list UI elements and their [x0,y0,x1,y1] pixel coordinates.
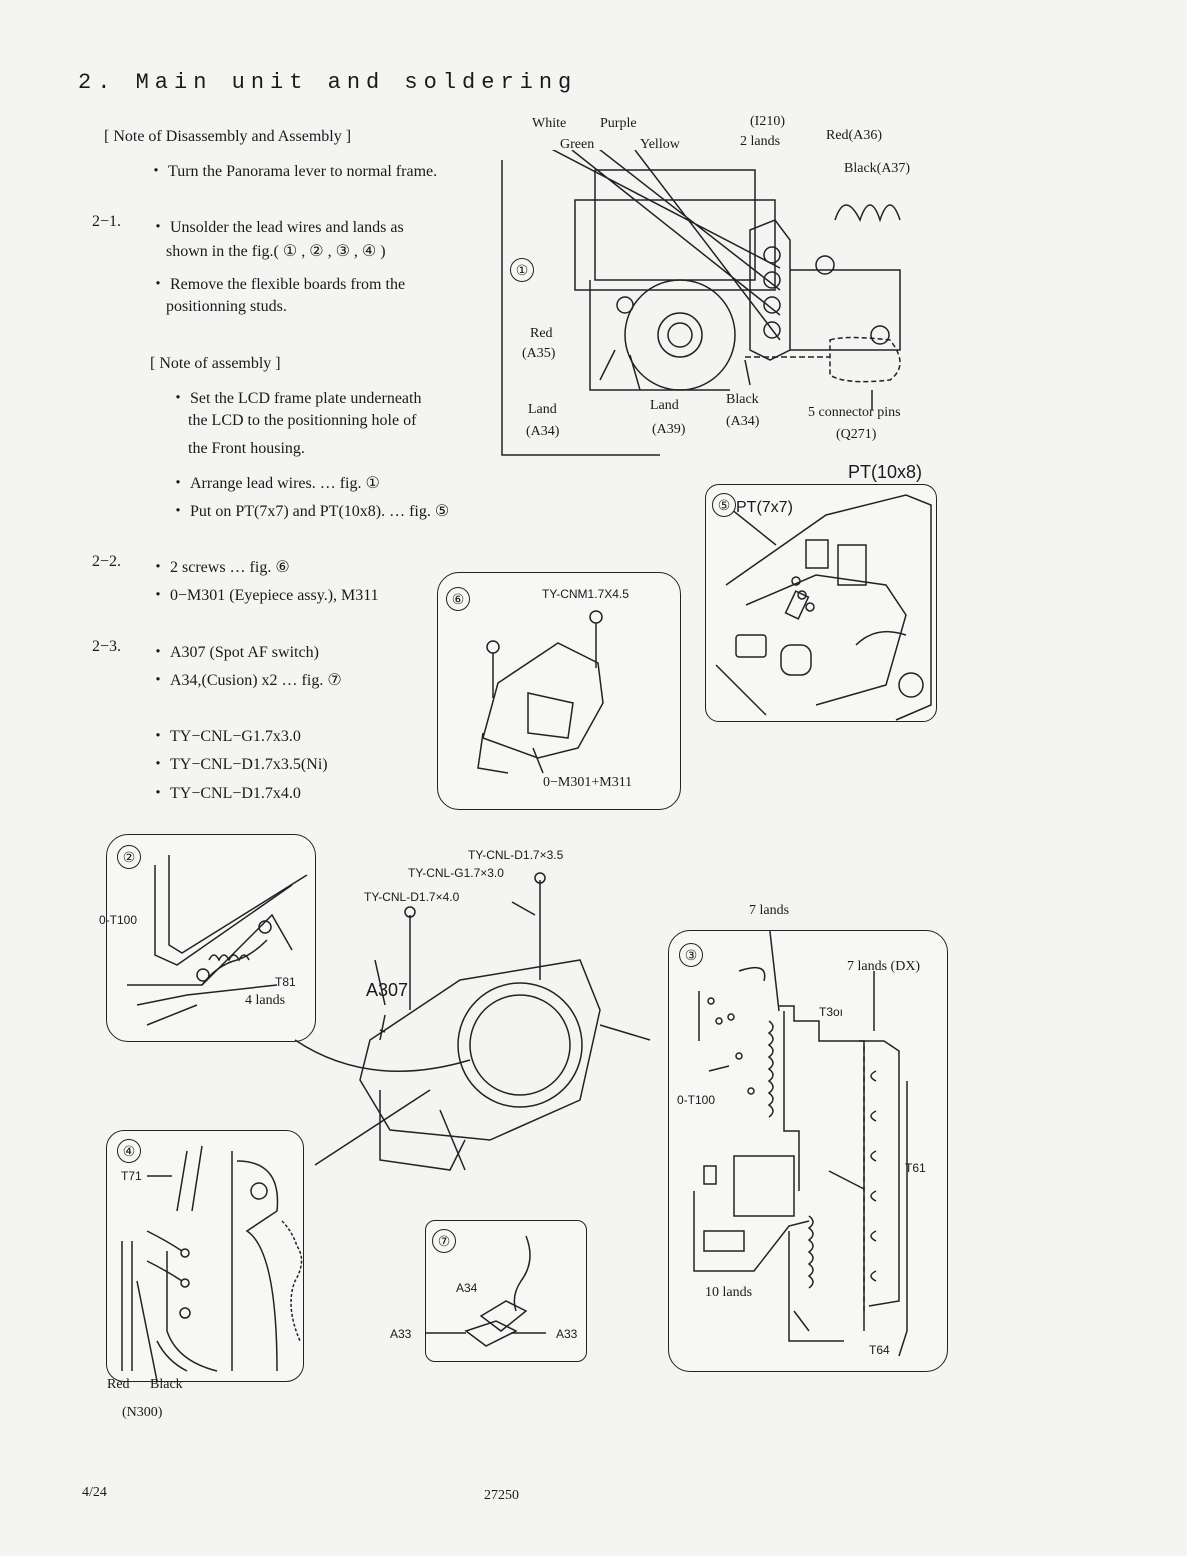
assembly-line: ・ Arrange lead wires. … fig. ① [170,475,380,492]
label-7-lands-dx: 7 lands (DX) [847,959,921,974]
label-a39: (A39) [652,422,686,437]
label-pt7x7: PT(7x7) [736,499,793,516]
label-0-t100: 0-T100 [99,913,138,927]
step-2-1-line: ・ Remove the flexible boards from the [150,276,406,293]
figure-1: ① White Purple Green Yellow (I210) 2 lan… [500,114,940,460]
assembly-heading: [ Note of assembly ] [150,355,281,372]
label-black: Black [726,392,759,407]
label-screw: TY-CNM1.7X4.5 [542,587,629,601]
figure-1-drawing [501,150,901,456]
label-red: Red [530,326,553,341]
label-red: Red [107,1377,130,1392]
assembly-line: the Front housing. [188,440,305,457]
figure-4-number: ④ [117,1139,141,1163]
label-yellow: Yellow [640,137,680,152]
label-t301: T3oı [819,1005,844,1019]
figure-5: ⑤ PT(7x7) [705,484,937,722]
label-a307: A307 [366,980,409,1000]
figure-5-drawing [715,494,932,721]
figure-3-drawing [693,931,908,1357]
note-heading: [ Note of Disassembly and Assembly ] [104,128,352,145]
label-7-lands: 7 lands [749,903,790,918]
step-2-2-number: 2−2. [92,553,122,570]
label-white: White [532,116,567,131]
step-2-1-line: positionning studs. [166,298,287,315]
label-black-a37: Black(A37) [844,161,911,176]
figure-3: ③ 7 lands 7 lands (DX) T3oı 0-T100 T61 1… [668,903,948,1372]
document-code: 27250 [484,1488,519,1503]
camera-body-drawing: TY-CNL-D1.7×3.5 TY-CNL-G1.7×3.0 TY-CNL-D… [280,840,680,1200]
screw-label-g1-7x3-0: TY-CNL-G1.7×3.0 [408,866,504,880]
label-pt10x8: PT(10x8) [848,462,923,482]
label-a33-left: A33 [390,1327,412,1341]
label-t71: T71 [121,1169,142,1183]
label-purple: Purple [600,116,637,131]
label-black: Black [150,1377,183,1392]
step-2-3-number: 2−3. [92,638,122,655]
figure-7: ⑦ A34 A33 A33 [390,1220,587,1362]
note-intro: ・ Turn the Panorama lever to normal fram… [148,163,438,180]
label-t61: T61 [905,1161,926,1175]
label-0-t100: 0-T100 [677,1093,716,1107]
label-n300: (N300) [122,1405,163,1420]
figure-2-drawing [127,855,308,1026]
step-2-3-line: ・ A34,(Cusion) x2 … fig. ⑦ [150,672,342,689]
step-2-3-line: ・ A307 (Spot AF switch) [150,644,319,661]
step-2-1-line: ・ Unsolder the lead wires and lands as [150,219,404,236]
label-land-1: Land [528,402,557,417]
figure-3-number: ③ [679,943,703,967]
step-2-3-line: ・ TY−CNL−D1.7x4.0 [150,785,301,802]
figure-5-number: ⑤ [712,493,736,517]
label-land-2: Land [650,398,679,413]
figure-2-number: ② [117,845,141,869]
label-green: Green [560,137,595,152]
figure-7-drawing [426,1235,546,1347]
figure-6: ⑥ TY-CNM1.7X4.5 0−M301+M311 [437,572,681,810]
assembly-line: ・ Put on PT(7x7) and PT(10x8). … fig. ⑤ [170,503,450,520]
label-a34: A34 [456,1281,478,1295]
step-2-3-line: ・ TY−CNL−D1.7x3.5(Ni) [150,756,328,773]
label-t64: T64 [869,1343,890,1357]
figure-2: ② 0-T100 T81 4 lands [99,834,316,1042]
label-red-a36: Red(A36) [826,128,882,143]
label-2-lands: 2 lands [740,134,781,149]
page-title: 2. Main unit and soldering [78,70,578,95]
label-eyepiece-part: 0−M301+M311 [543,775,633,790]
label-i210: (I210) [750,114,785,129]
step-2-2-line: ・ 2 screws … fig. ⑥ [150,559,290,576]
assembly-line: the LCD to the positionning hole of [188,412,417,429]
label-a35: (A35) [522,346,556,361]
figure-1-number: ① [510,258,534,282]
assembly-line: ・ Set the LCD frame plate underneath [170,390,422,407]
screw-label-d1-7x3-5: TY-CNL-D1.7×3.5 [468,848,564,862]
label-t81: T81 [275,975,296,989]
step-2-2-line: ・ 0−M301 (Eyepiece assy.), M311 [150,587,379,604]
label-a34-b: (A34) [726,414,760,429]
step-2-1-number: 2−1. [92,213,122,230]
label-10-lands: 10 lands [705,1285,753,1300]
step-2-3-line: ・ TY−CNL−G1.7x3.0 [150,728,301,745]
label-4-lands: 4 lands [245,993,286,1008]
step-2-1-line: shown in the fig.( ① , ② , ③ , ④ ) [166,243,386,260]
figure-6-drawing [477,610,604,774]
figure-7-number: ⑦ [432,1229,456,1253]
figure-4-drawing [121,1145,303,1381]
label-a34: (A34) [526,424,560,439]
figure-6-number: ⑥ [446,587,470,611]
camera-body-lines [294,872,651,1171]
label-a33-right: A33 [556,1327,578,1341]
label-connector-pins: 5 connector pins [808,405,901,420]
screw-label-d1-7x4-0: TY-CNL-D1.7×4.0 [364,890,460,904]
label-q271: (Q271) [836,427,877,442]
figure-4: ④ T71 [106,1130,304,1382]
page-number: 4/24 [82,1485,107,1500]
